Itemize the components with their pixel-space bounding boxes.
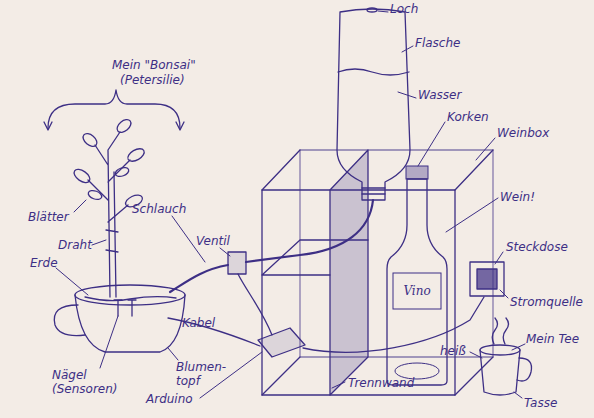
- part-label: Steckdose: [506, 240, 568, 254]
- cup-rim: [480, 345, 520, 355]
- hose: [246, 200, 373, 262]
- leader-lines: [56, 11, 525, 398]
- cup-handle: [517, 358, 532, 381]
- part-label: heiß: [440, 344, 466, 358]
- part-label: Ventil: [196, 234, 230, 248]
- part-label: Weinbox: [497, 126, 549, 140]
- part-label: Mein Tee: [526, 332, 579, 346]
- pot-rim: [75, 285, 185, 305]
- part-label: Draht: [58, 238, 92, 252]
- part-label: Stromquelle: [510, 295, 583, 309]
- bottle-label: Vino: [385, 284, 449, 298]
- brace: [48, 90, 180, 128]
- support-wire: [106, 172, 118, 297]
- power-outlet: [470, 262, 504, 296]
- divider-wall: [330, 150, 368, 395]
- arduino-board: [258, 328, 305, 357]
- bottle-outline: [385, 165, 449, 387]
- pot-handle: [54, 305, 85, 336]
- leaves: [72, 117, 147, 209]
- tea-cup: [480, 350, 520, 395]
- bottle-hole: [367, 8, 377, 12]
- water-line: [338, 69, 409, 75]
- arrow-head: [44, 122, 184, 130]
- part-label: Schlauch: [132, 202, 186, 216]
- part-label: Erde: [30, 256, 58, 270]
- wine-bottle: Vino: [385, 165, 449, 387]
- cable: [238, 274, 272, 335]
- part-label: Loch: [390, 2, 418, 16]
- part-label: Blätter: [28, 210, 69, 224]
- part-label: Mein "Bonsai": [112, 58, 196, 72]
- outlet-socket: [477, 269, 497, 289]
- part-label: Trennwand: [348, 376, 414, 390]
- part-label: Nägel (Sensoren): [52, 368, 122, 396]
- box-edges: [262, 150, 493, 395]
- part-label: Flasche: [415, 36, 460, 50]
- part-label: Wein!: [500, 190, 535, 204]
- part-label: Tasse: [524, 396, 557, 410]
- part-label: Wasser: [418, 88, 461, 102]
- sensor-nails: [114, 300, 136, 316]
- part-label: Arduino: [146, 392, 193, 406]
- hose: [170, 265, 228, 292]
- flower-pot: [75, 295, 185, 352]
- part-label: (Petersilie): [120, 73, 185, 87]
- steam: [492, 318, 508, 344]
- part-label: Blumen- topf: [176, 360, 226, 388]
- plant-stem: [88, 132, 130, 297]
- part-label: Korken: [447, 110, 489, 124]
- valve: [228, 252, 246, 274]
- part-label: Kabel: [182, 316, 215, 330]
